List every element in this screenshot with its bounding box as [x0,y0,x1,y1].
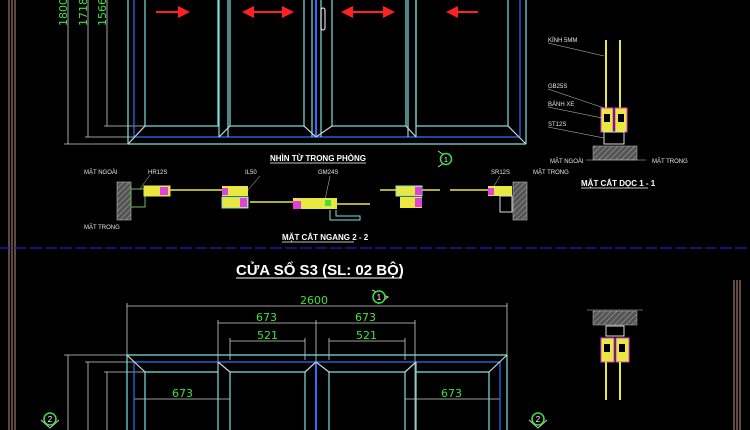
section-title-2-2: MẶT CẮT NGANG 2 - 2 [282,233,369,242]
svg-text:1: 1 [377,293,382,302]
callout-kinh-5mm: KÍNH 5MM [548,37,577,44]
section-title-1-1: MẶT CẮT DỌC 1 - 1 [581,179,656,188]
view-label: NHÌN TỪ TRONG PHÒNG [270,154,366,163]
dim-1800: 1800 [57,0,70,26]
section-marker-1: 1 [437,150,453,168]
inside-label-right: MẶT TRONG [533,169,569,176]
bottom-window-elevation: CỬA SỔ S3 (SL: 02 BỘ) 1 [40,261,643,430]
outside-label-v: MẶT NGOÀI [550,158,584,165]
sheet-border-right [733,280,741,430]
dim-521-left: 521 [257,329,278,342]
height-dimensions [64,0,145,145]
dim-673-left: 673 [256,311,277,324]
callout-il50: IL50 [245,170,257,176]
svg-text:1: 1 [444,157,448,164]
section-marker-right: 2 [528,412,548,429]
top-window-elevation: 1800 1718 1566 [57,0,527,145]
window-title: CỬA SỔ S3 (SL: 02 BỘ) [236,261,404,279]
outside-label: MẶT NGOÀI [84,169,118,176]
dim-1566: 1566 [96,0,109,26]
horizontal-section-2-2: NHÌN TỪ TRONG PHÒNG 1 MẶT NGOÀI MẶT TRON… [84,150,569,243]
dim-673-inner-right: 673 [441,387,462,400]
wall-right [512,181,528,221]
inside-label: MẶT TRONG [84,224,120,231]
handle-icon [320,7,326,31]
svg-text:2: 2 [536,415,541,424]
dim-overall-width: 2600 [300,294,328,307]
dim-673-right: 673 [355,311,376,324]
inside-label-v: MẶT TRONG [652,158,688,165]
sheet-border-left [8,0,16,430]
callout-sr12s: SR12S [491,170,510,176]
callout-hr12s: HR12S [148,170,167,176]
vertical-section-1-1: KÍNH 5MM GB25S BÁNH XE ST12S MẶT NGOÀI M… [547,37,688,189]
wall-left [116,181,132,221]
callout-gb25s: GB25S [548,84,567,90]
callout-banh-xe: BÁNH XE [548,101,574,108]
callout-gm24s: GM24S [318,170,338,176]
section-marker-top: 1 [371,289,390,305]
svg-text:2: 2 [48,415,53,424]
callout-st12s: ST12S [548,122,566,128]
dim-521-right: 521 [356,329,377,342]
vertical-section-detail-bottom [587,309,643,400]
dim-673-inner-left: 673 [172,387,193,400]
dim-1718: 1718 [77,0,90,26]
section-marker-left: 2 [40,412,60,429]
